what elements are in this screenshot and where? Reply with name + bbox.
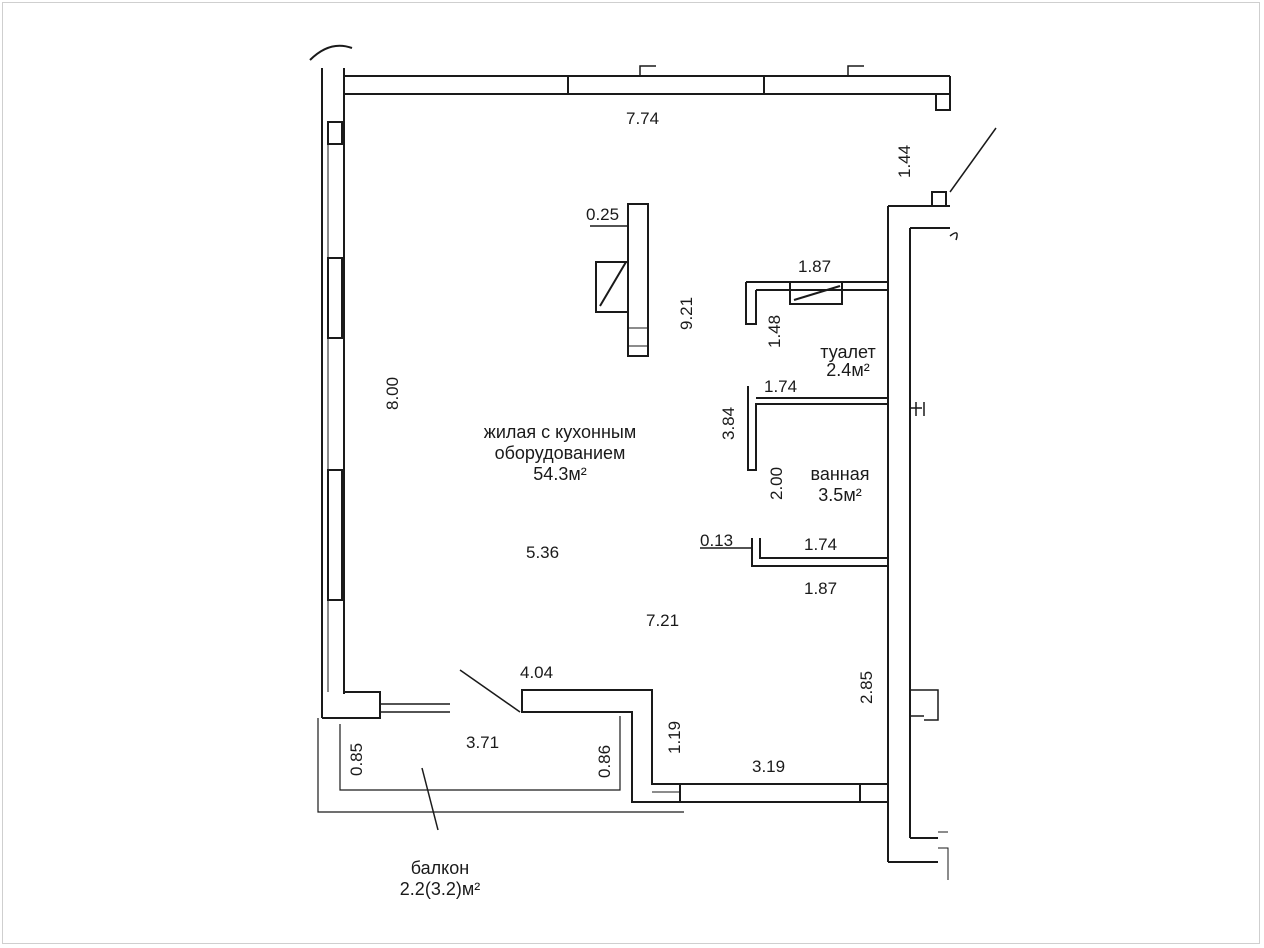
dim-top-width: 7.74 <box>626 109 660 128</box>
room-bath-area: 3.5м² <box>818 485 862 505</box>
dim-bottom-width: 3.19 <box>752 757 786 776</box>
wall-bottom <box>652 783 888 803</box>
dim-bath-height: 2.00 <box>767 466 786 500</box>
dim-bath-outer: 1.87 <box>804 579 838 598</box>
balcony-door <box>380 703 450 713</box>
dim-bath-top: 1.74 <box>764 377 798 396</box>
bath-wall-top <box>747 386 888 471</box>
room-living-line2: оборудованием <box>494 443 626 463</box>
room-bath-label: ванная 3.5м² <box>800 464 880 506</box>
room-balcony-label: балкон 2.2(3.2)м² <box>380 858 500 900</box>
room-balcony-name: балкон <box>410 858 470 878</box>
room-balcony-area: 2.2(3.2)м² <box>399 879 481 899</box>
dim-left-height: 8.00 <box>383 376 402 410</box>
right-pier <box>931 191 947 207</box>
wall-left-pier-1 <box>327 121 343 145</box>
wall-left-pier-2 <box>327 257 343 339</box>
dim-balcony-left: 0.85 <box>347 742 366 776</box>
room-toilet-label: туалет 2.4м² <box>808 342 888 381</box>
dim-right-lower: 2.85 <box>857 670 876 704</box>
dim-bath-wall: 0.13 <box>700 531 734 550</box>
room-toilet-area: 2.4м² <box>826 360 870 380</box>
dim-balcony-width: 3.71 <box>466 733 500 752</box>
dim-balcony-right: 0.86 <box>595 744 614 778</box>
dim-bath-depth: 3.84 <box>719 406 738 440</box>
room-bath-name: ванная <box>810 464 870 484</box>
room-living-area: 54.3м² <box>533 464 587 484</box>
dim-column-width: 0.25 <box>586 205 620 224</box>
dim-right-top: 1.44 <box>895 144 914 178</box>
dim-balcony-wall: 4.04 <box>520 663 554 682</box>
balcony-outline <box>317 716 684 813</box>
room-toilet-name: туалет <box>820 342 876 362</box>
wall-left-pier-3 <box>327 469 343 601</box>
dim-toilet-width: 1.87 <box>798 257 832 276</box>
column <box>627 203 649 357</box>
toilet-door <box>789 281 843 305</box>
dim-niche-depth: 1.19 <box>665 720 684 754</box>
dim-toilet-depth: 1.48 <box>765 314 784 348</box>
dim-column-height: 9.21 <box>677 296 696 330</box>
bottom-pier <box>859 783 889 803</box>
wall-left-hatch <box>309 44 353 61</box>
dim-mid-width: 5.36 <box>526 543 560 562</box>
wall-left <box>321 68 381 719</box>
room-living-line1: жилая с кухонным <box>483 422 637 442</box>
dim-bath-bottom: 1.74 <box>804 535 838 554</box>
dim-mid-depth: 7.21 <box>646 611 680 630</box>
window-top <box>567 75 765 95</box>
wall-right <box>887 205 950 863</box>
room-living-label: жилая с кухонным оборудованием 54.3м² <box>460 422 660 485</box>
